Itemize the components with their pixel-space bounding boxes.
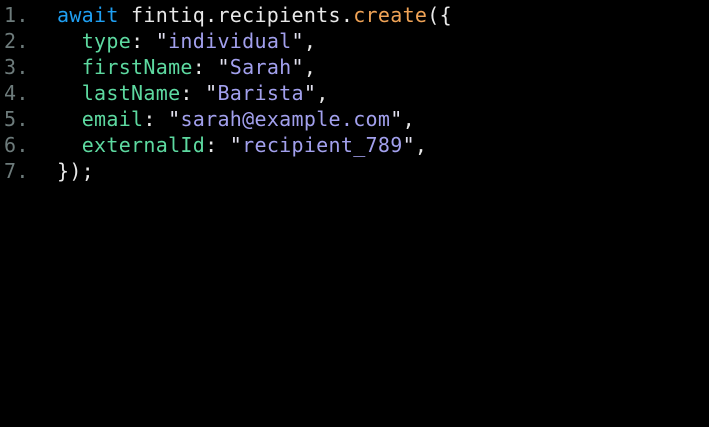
code-token-property: lastName [81,81,181,105]
code-token-quote: " [291,55,304,79]
code-token-quote: " [217,55,230,79]
line-number: 6. [4,133,29,157]
code-text: await fintiq.recipients.create({ [57,2,452,28]
code-token-quote: " [390,107,403,131]
code-token-quote: " [402,133,415,157]
code-token-string: recipient_789 [242,133,403,157]
code-token-keyword: await [57,3,119,27]
code-text: externalId: "recipient_789", [57,132,427,158]
code-token-quote: " [291,29,304,53]
code-token-property: firstName [81,55,193,79]
code-token-quote: " [205,81,218,105]
code-token-punctuation: , [414,133,428,157]
line-number: 3. [4,55,29,79]
code-text: email: "sarah@example.com", [57,106,415,132]
code-line: 1. await fintiq.recipients.create({ [4,2,709,28]
code-token-plain [57,81,82,105]
code-token-function: create [353,3,428,27]
code-token-plain [57,133,82,157]
code-token-quote: " [168,107,181,131]
code-token-string: individual [168,29,292,53]
code-line: 6. externalId: "recipient_789", [4,132,709,158]
code-token-quote: " [155,29,169,53]
code-token-property: externalId [81,133,206,157]
code-token-punctuation: : [131,29,156,53]
code-text: }); [57,158,94,184]
code-line: 7.}); [4,158,709,184]
code-token-string: sarah@example.com [180,107,391,131]
code-token-punctuation: , [303,55,317,79]
code-token-plain [57,29,82,53]
code-token-string: Sarah [229,55,292,79]
line-number: 7. [4,159,29,183]
code-token-punctuation: : [192,55,218,79]
code-token-punctuation: ({ [427,3,452,27]
code-token-punctuation: , [316,81,329,105]
code-token-punctuation: : [205,133,230,157]
code-line: 2. type: "individual", [4,28,709,54]
line-number: 1. [4,3,29,27]
code-token-quote: " [303,81,317,105]
line-number: 2. [4,29,29,53]
code-token-plain [57,55,82,79]
code-token-plain [57,107,82,131]
code-token-property: type [81,29,132,53]
code-line: 4. lastName: "Barista", [4,80,709,106]
code-token-property: email [81,107,144,131]
code-token-punctuation: }); [57,159,95,183]
code-token-punctuation: , [402,107,415,131]
code-line: 5. email: "sarah@example.com", [4,106,709,132]
line-number: 4. [4,81,29,105]
code-text: firstName: "Sarah", [57,54,316,80]
code-text: lastName: "Barista", [57,80,329,106]
code-line: 3. firstName: "Sarah", [4,54,709,80]
code-token-string: Barista [217,81,304,105]
code-token-punctuation: : [143,107,169,131]
code-text: type: "individual", [57,28,316,54]
code-token-plain: fintiq.recipients. [118,3,354,27]
code-token-punctuation: , [303,29,317,53]
line-number: 5. [4,107,29,131]
code-token-punctuation: : [180,81,206,105]
code-token-quote: " [229,133,243,157]
